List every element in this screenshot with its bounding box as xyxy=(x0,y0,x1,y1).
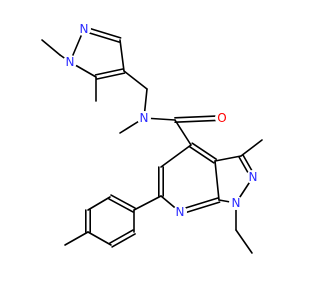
atom-o-carbonyl: O xyxy=(215,111,229,125)
atom-label-n: N xyxy=(66,55,75,69)
double-bond xyxy=(174,119,223,123)
double-bond xyxy=(109,229,134,244)
single-bond xyxy=(41,39,61,56)
atom-n-pz-c: N xyxy=(229,196,243,210)
double-bond xyxy=(191,142,218,160)
atom-label-n: N xyxy=(140,111,149,125)
atom-label-layer: N N N O N N N xyxy=(63,22,260,219)
double-bond xyxy=(95,72,126,80)
single-bond xyxy=(133,195,162,211)
single-bond xyxy=(174,119,192,146)
single-bond xyxy=(214,160,220,201)
single-bond xyxy=(64,231,89,246)
atom-n-pz-a: N xyxy=(77,22,91,36)
atom-label-o: O xyxy=(217,111,226,125)
double-bond xyxy=(178,197,220,211)
double-bond xyxy=(188,146,215,164)
atom-label-n: N xyxy=(232,196,241,210)
molecule-structure: N N N O N N N xyxy=(41,22,263,254)
single-bond xyxy=(235,229,253,254)
single-bond xyxy=(240,139,263,157)
double-bond xyxy=(94,68,125,76)
atom-label-n: N xyxy=(176,205,185,219)
double-bond xyxy=(110,194,136,209)
single-bond xyxy=(214,155,242,162)
double-bond xyxy=(174,115,223,119)
atom-n-pz-d: N xyxy=(246,170,260,184)
double-bond xyxy=(111,233,136,248)
atom-label-n: N xyxy=(80,22,89,36)
double-bond xyxy=(179,201,221,215)
double-bond xyxy=(108,198,134,213)
single-bond xyxy=(87,196,111,211)
atom-label-n: N xyxy=(249,170,258,184)
single-bond xyxy=(160,144,192,168)
atom-n-pz-b: N xyxy=(63,55,77,69)
single-bond xyxy=(87,231,112,246)
atom-n-pyridine: N xyxy=(173,205,187,219)
single-bond xyxy=(119,39,125,72)
atom-n-amide: N xyxy=(137,111,151,125)
single-bond xyxy=(123,70,148,90)
